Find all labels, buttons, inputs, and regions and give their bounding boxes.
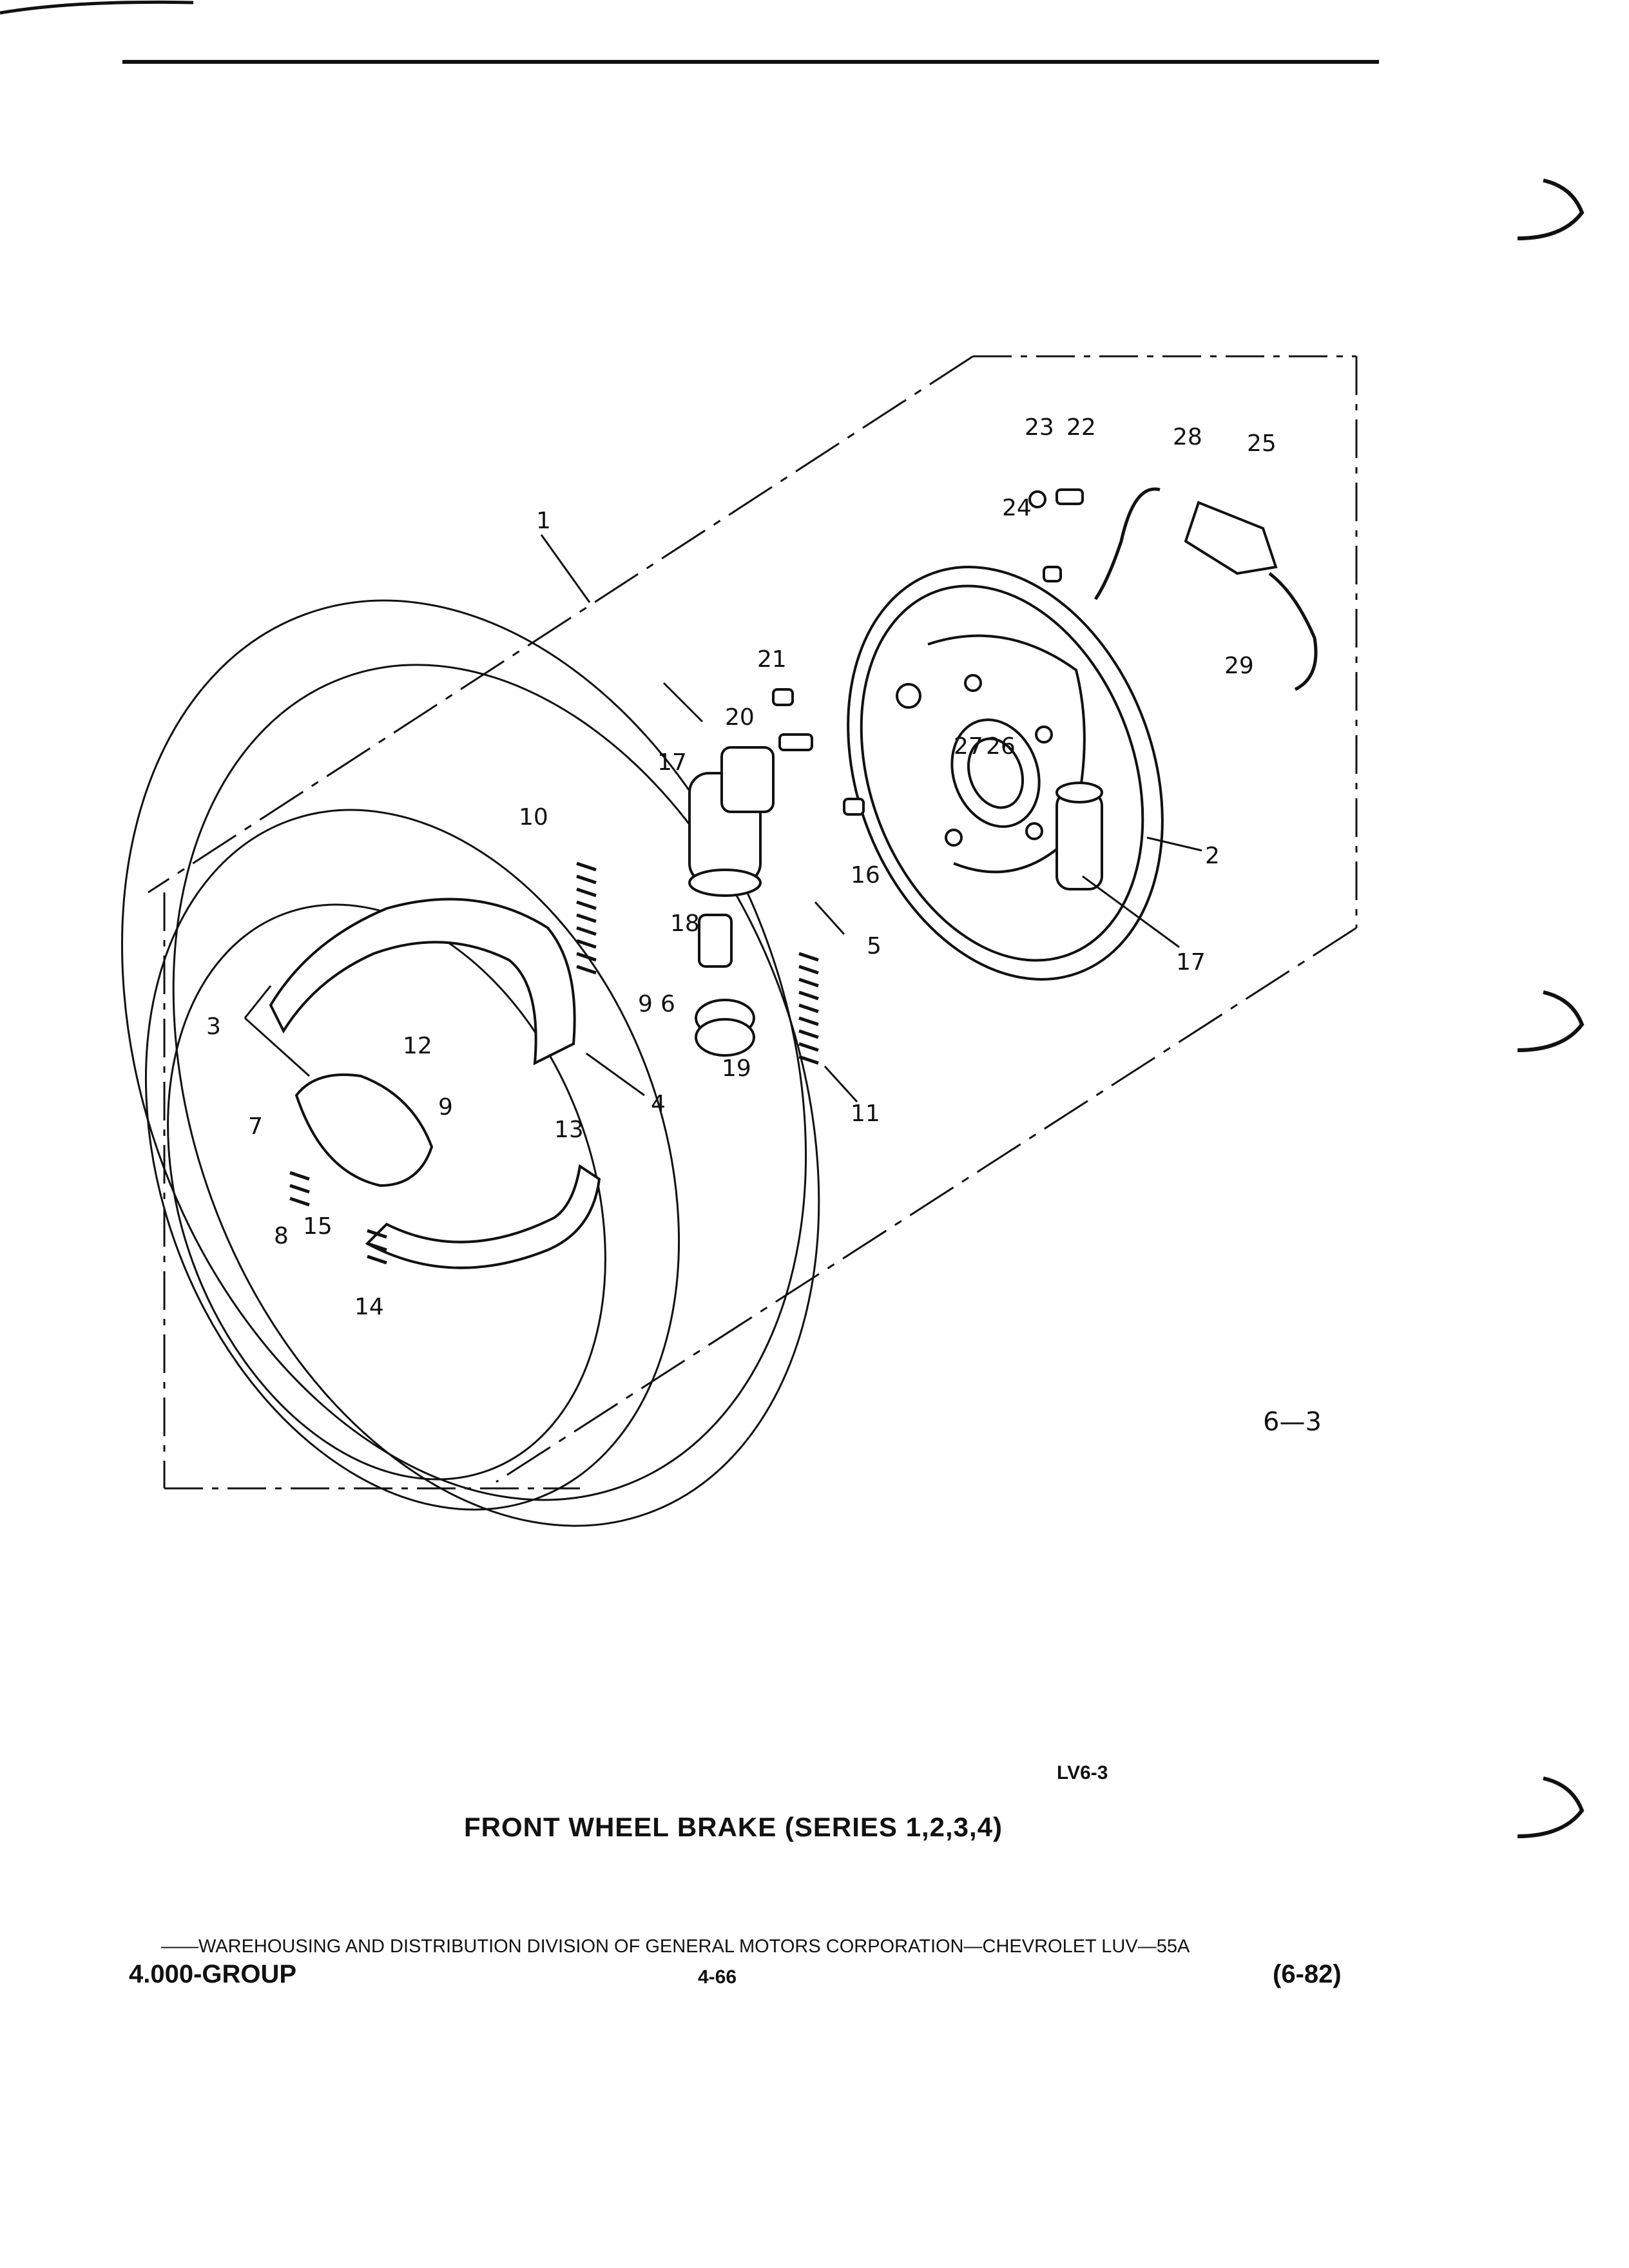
fittings — [772, 488, 1084, 816]
callout-19: 19 — [722, 1055, 751, 1082]
binding-mark — [1517, 990, 1585, 1052]
callout-3: 3 — [206, 1014, 221, 1040]
callout-26: 26 — [986, 733, 1016, 760]
callout-24: 24 — [1002, 495, 1032, 521]
wheel-cylinder-right — [1055, 782, 1103, 890]
binding-mark — [1517, 1776, 1585, 1838]
callout-18: 18 — [670, 910, 700, 937]
footer-page-number: 4-66 — [698, 1966, 737, 1988]
adjuster-parts — [695, 914, 755, 1057]
leader-lines — [244, 534, 1202, 1103]
wheel-cylinder-center — [688, 746, 775, 897]
callout-6: 6 — [660, 991, 675, 1017]
callout-1: 1 — [536, 508, 551, 534]
callout-11: 11 — [851, 1100, 880, 1127]
callout-17-right: 17 — [1176, 949, 1206, 975]
callout-8: 8 — [274, 1223, 289, 1249]
springs — [289, 861, 819, 1265]
callout-9-upper: 9 — [638, 991, 653, 1017]
callout-13: 13 — [554, 1117, 584, 1143]
footer-group: 4.000-GROUP — [129, 1960, 297, 1988]
brake-shoe-upper — [269, 898, 576, 1066]
backing-plate — [847, 566, 1164, 981]
callout-12: 12 — [403, 1033, 432, 1059]
callout-14: 14 — [354, 1294, 384, 1320]
callout-21: 21 — [757, 646, 787, 673]
brake-lines — [1094, 487, 1318, 691]
callout-4: 4 — [651, 1091, 666, 1117]
callout-7: 7 — [248, 1113, 263, 1140]
callout-10: 10 — [519, 804, 548, 831]
callout-28: 28 — [1173, 424, 1202, 450]
callout-9-lower: 9 — [438, 1094, 453, 1120]
callout-22: 22 — [1066, 414, 1096, 441]
callout-27: 27 — [954, 733, 983, 760]
callout-2: 2 — [1205, 843, 1220, 869]
callout-25: 25 — [1247, 430, 1277, 457]
binding-mark — [1517, 178, 1585, 240]
brake-shoe-lower — [365, 1164, 601, 1269]
part-callouts: 1 2 3 4 5 6 7 8 9 9 10 11 12 13 14 15 16… — [206, 414, 1277, 1320]
callout-16: 16 — [851, 862, 880, 889]
callout-15: 15 — [303, 1213, 333, 1240]
drum-outline — [121, 355, 1358, 1527]
page-title: FRONT WHEEL BRAKE (SERIES 1,2,3,4) — [464, 1812, 1003, 1842]
reference-code: LV6-3 — [1057, 1762, 1108, 1783]
scan-mark — [0, 0, 194, 15]
footer-date: (6-82) — [1273, 1960, 1342, 1988]
callout-29: 29 — [1224, 653, 1254, 679]
anchor-plate — [294, 1073, 434, 1187]
callout-17-center: 17 — [657, 749, 687, 776]
callout-23: 23 — [1025, 414, 1054, 441]
brake-tee — [1184, 501, 1278, 575]
figure-number: 6—3 — [1263, 1407, 1322, 1437]
callout-5: 5 — [867, 933, 882, 959]
footer-publisher-line: ——WAREHOUSING AND DISTRIBUTION DIVISION … — [161, 1936, 1190, 1957]
callout-20: 20 — [725, 704, 755, 731]
